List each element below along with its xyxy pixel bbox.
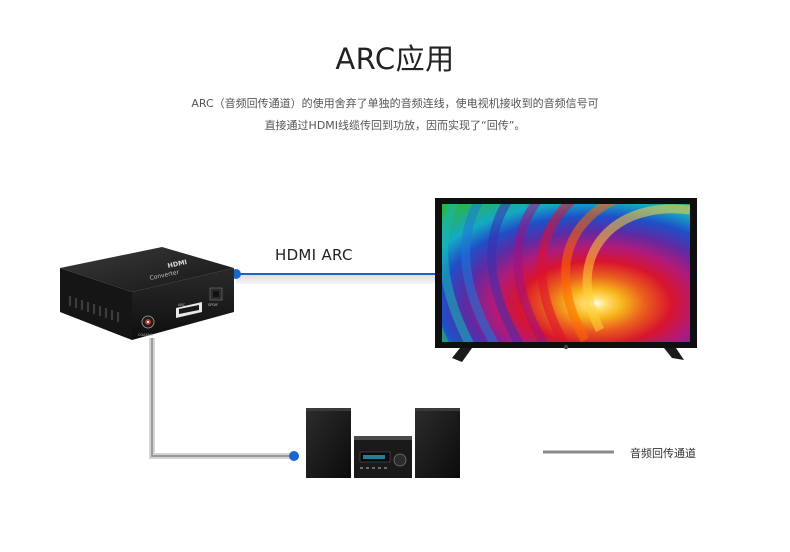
description-line-1: ARC（音频回传通道）的使用舍弃了单独的音频连线，使电视机接收到的音频信号可 xyxy=(191,97,599,110)
volume-knob-icon xyxy=(393,453,407,467)
audio-return-cable xyxy=(149,338,299,461)
hdmi-port-label: ARC xyxy=(178,303,186,307)
description-line-2: 直接通过HDMI线缆传回到功放，因而实现了“回传”。 xyxy=(264,119,526,132)
amplifier-system xyxy=(306,408,460,478)
right-speaker xyxy=(415,408,460,478)
tv-stand-right xyxy=(664,348,684,360)
left-speaker xyxy=(306,408,351,478)
audio-cable-endpoint-icon xyxy=(289,451,299,461)
hdmi-arc-label: HDMI ARC xyxy=(275,246,353,264)
amplifier-unit xyxy=(354,436,412,478)
spdif-port-icon xyxy=(209,287,223,301)
arc-converter-device: HDMI Converter COAXIAL ARC SPDIF xyxy=(60,247,234,340)
television xyxy=(435,198,697,362)
legend-label: 音频回传通道 xyxy=(630,447,696,460)
device-brand-label: HDMI xyxy=(167,258,188,270)
coaxial-port-label: COAXIAL xyxy=(138,333,153,337)
spdif-port-label: SPDIF xyxy=(208,303,218,307)
tv-stand-left xyxy=(452,348,472,362)
page-title: ARC应用 xyxy=(335,42,455,76)
hdmi-arc-cable xyxy=(231,269,436,284)
hdmi-port-icon xyxy=(176,302,202,318)
